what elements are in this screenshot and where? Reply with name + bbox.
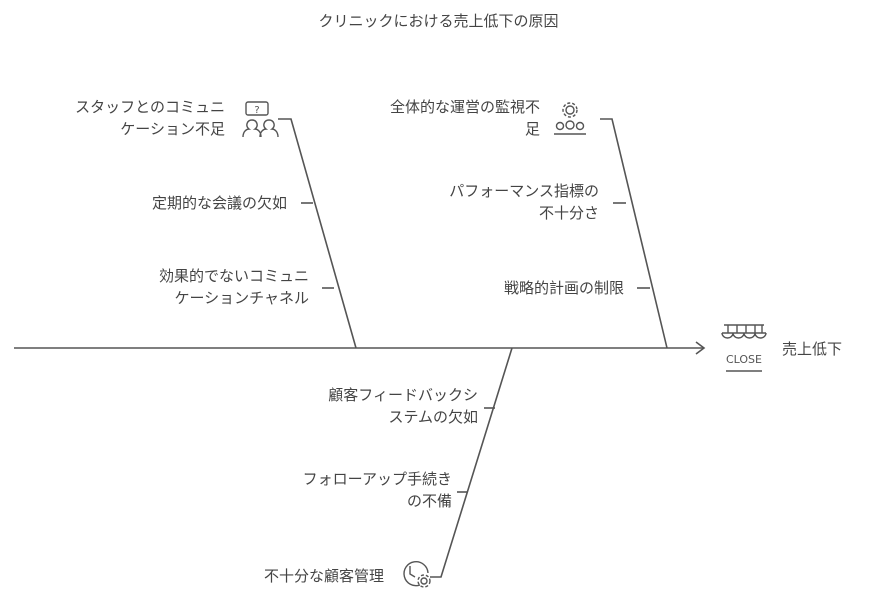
effect-label: 売上低下 <box>782 340 843 358</box>
category-label-customer-management: 不十分な顧客管理 <box>263 567 384 585</box>
category-label-staff-communication: スタッフとのコミュニ ケーション不足 <box>75 96 225 140</box>
label-line: ケーションチャネル <box>174 289 309 307</box>
svg-text:?: ? <box>254 105 259 116</box>
cause-label: 顧客フィードバックシ ステムの欠如 <box>328 384 478 428</box>
bone-customer-management <box>430 347 513 578</box>
team-gear-icon <box>554 102 586 135</box>
label-line: フォローアップ手続き <box>302 470 452 488</box>
label-line: 効果的でないコミュニ <box>158 267 309 285</box>
label-line: 足 <box>524 120 540 138</box>
spine-arrowhead <box>695 341 706 355</box>
label-line: パフォーマンス指標の <box>449 182 599 200</box>
bone-oversight <box>600 118 668 349</box>
label-line: の不備 <box>406 492 452 510</box>
clock-gear-icon <box>403 561 431 588</box>
cause-label: 効果的でないコミュニ ケーションチャネル <box>159 265 309 309</box>
store-close-icon: CLOSE <box>721 324 767 372</box>
cause-label: 戦略的計画の制限 <box>503 279 624 297</box>
category-label-oversight: 全体的な運営の監視不 足 <box>390 96 540 140</box>
label-line: ケーション不足 <box>120 120 225 138</box>
label-line: ステムの欠如 <box>388 408 478 426</box>
label-line: 顧客フィードバックシ <box>328 386 478 404</box>
bone-staff-communication <box>278 118 357 349</box>
svg-text:CLOSE: CLOSE <box>726 353 762 366</box>
label-line: 不十分さ <box>538 204 599 222</box>
label-line: 全体的な運営の監視不 <box>389 98 540 116</box>
diagram-title: クリニックにおける売上低下の原因 <box>318 12 559 30</box>
cause-label: パフォーマンス指標の 不十分さ <box>449 180 599 224</box>
cause-label: 定期的な会議の欠如 <box>151 194 287 212</box>
label-line: スタッフとのコミュニ <box>75 98 225 116</box>
cause-label: フォローアップ手続き の不備 <box>303 468 452 512</box>
people-question-icon: ? <box>242 101 279 138</box>
